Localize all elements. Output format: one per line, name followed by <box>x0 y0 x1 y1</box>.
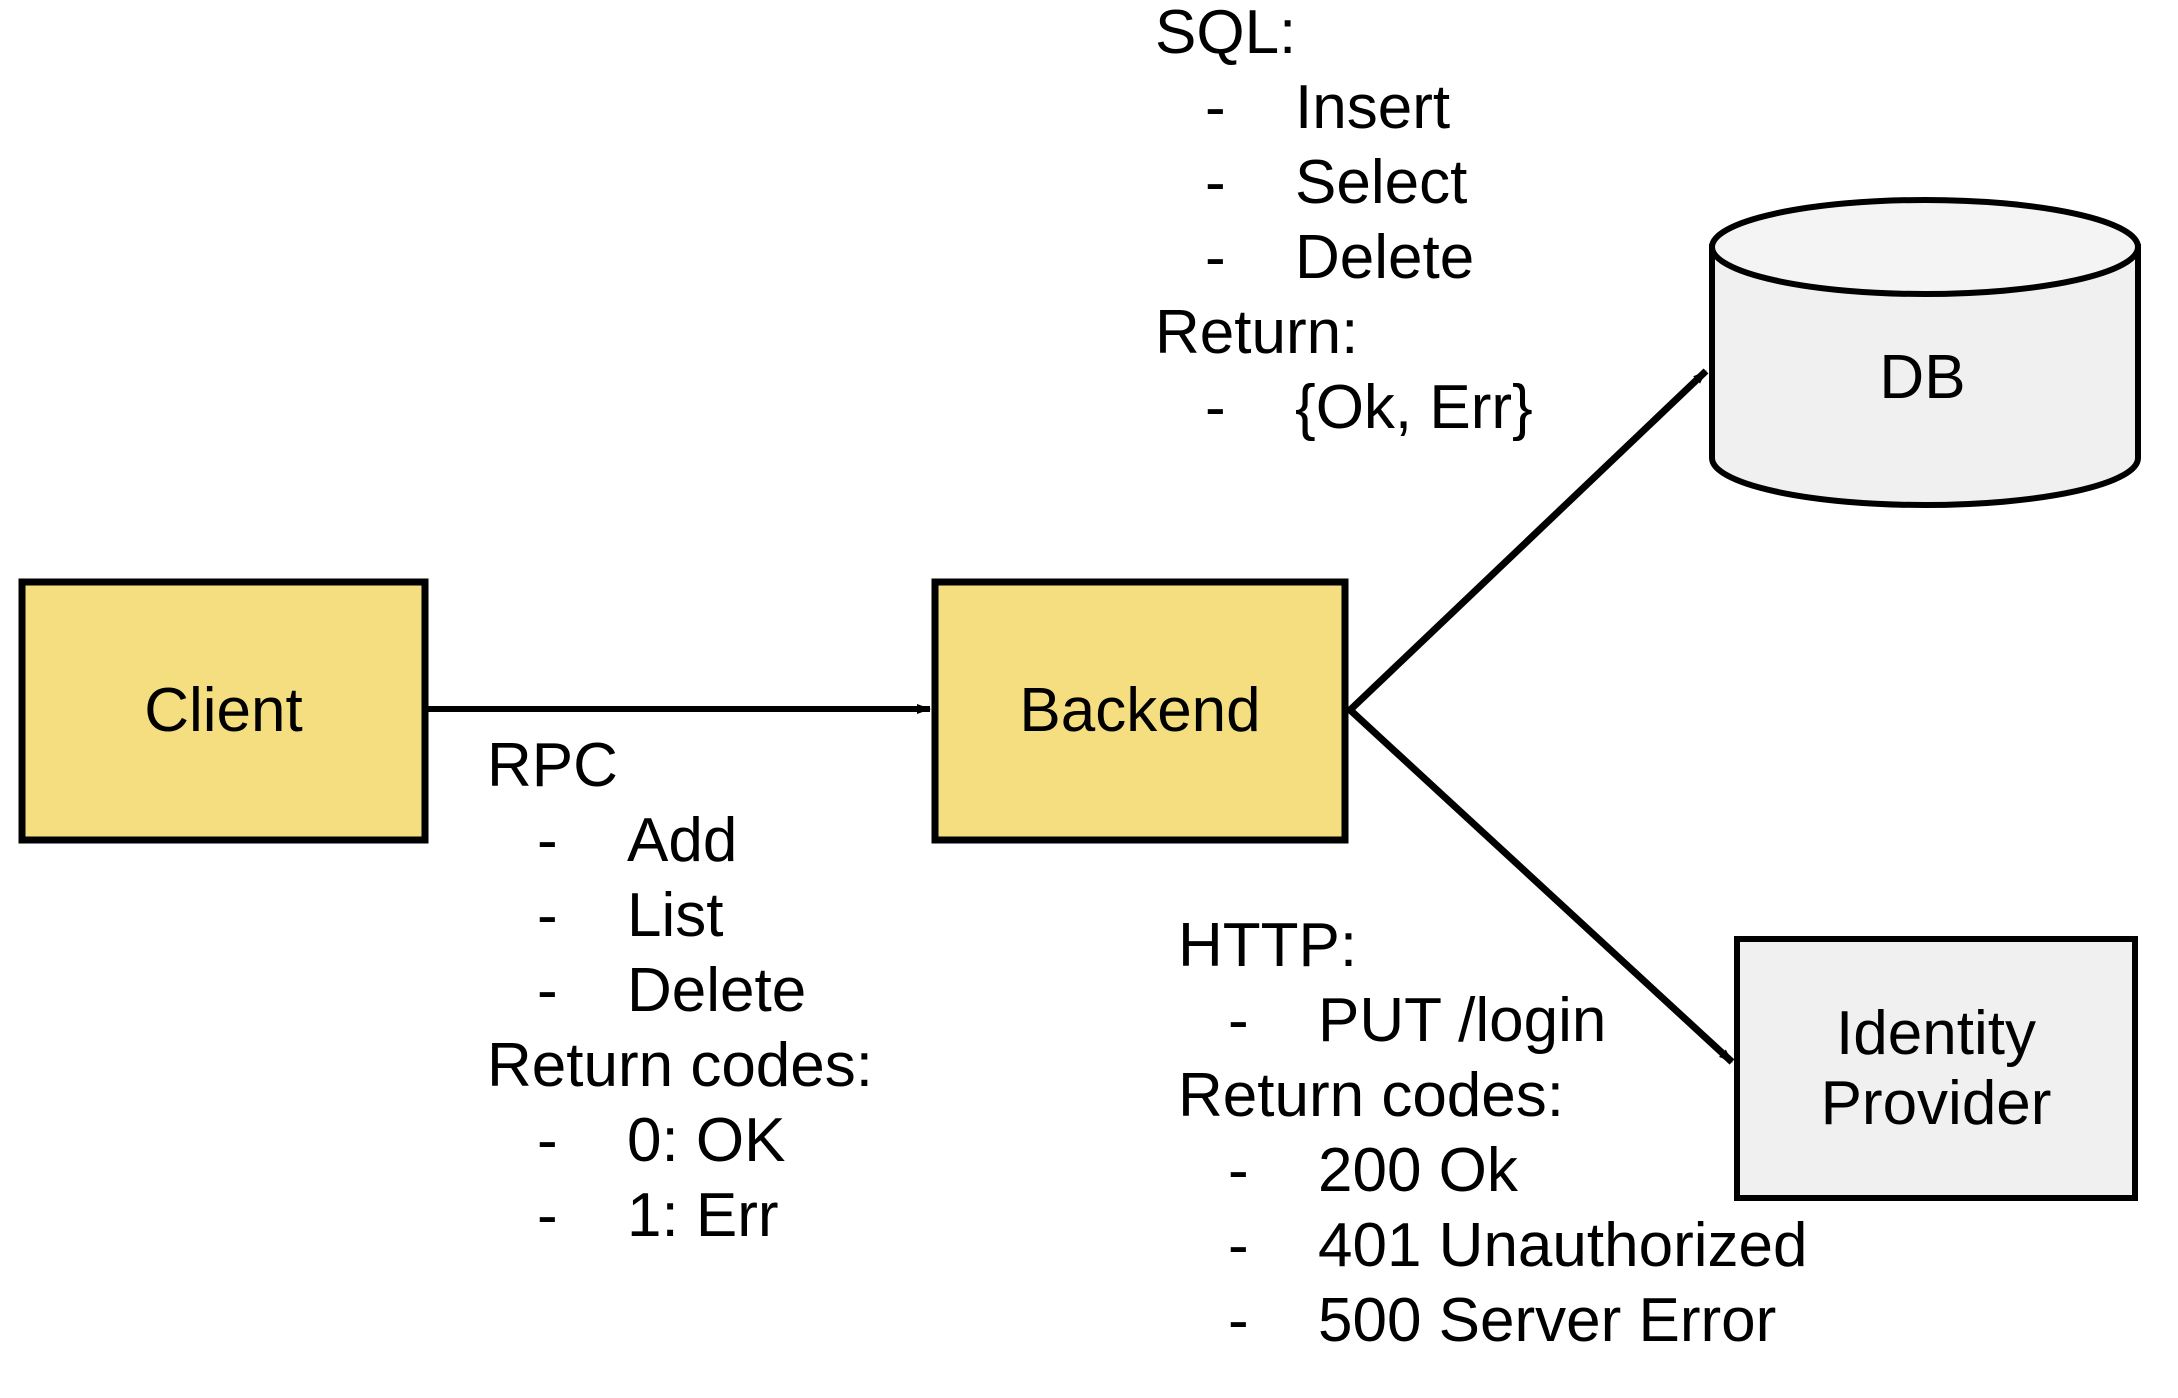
bullet-dash: - <box>537 956 558 1025</box>
bullet-dash: - <box>1205 148 1226 217</box>
annotation-rpc-item: -List <box>487 878 873 953</box>
annotation-http-item-text: PUT /login <box>1318 986 1607 1055</box>
annotation-sql-item: -Select <box>1155 145 1533 220</box>
bullet-dash: - <box>1228 986 1249 1055</box>
bullet-dash: - <box>1228 1136 1249 1205</box>
annotation-rpc-subitem-text: 1: Err <box>627 1181 779 1250</box>
bullet-dash: - <box>1228 1286 1249 1355</box>
bullet-dash: - <box>1205 373 1226 442</box>
annotation-http-subheading: Return codes: <box>1178 1061 1564 1130</box>
bullet-dash: - <box>537 881 558 950</box>
annotation-rpc-item: -Delete <box>487 953 873 1028</box>
edge-backend-to-db <box>1345 368 1709 715</box>
annotation-rpc-item-text: Add <box>627 806 738 875</box>
annotation-rpc-item: -Add <box>487 803 873 878</box>
annotation-http-item: -PUT /login <box>1178 983 1807 1058</box>
edge-backend-to-identity-provider <box>1345 705 1735 1065</box>
annotation-sql-item: -Delete <box>1155 220 1533 295</box>
node-client-shape[interactable] <box>18 578 429 844</box>
bullet-dash: - <box>1205 223 1226 292</box>
annotation-sql-item-text: Select <box>1295 148 1468 217</box>
annotation-http: HTTP: -PUT /login Return codes: -200 Ok … <box>1178 908 1807 1358</box>
bullet-dash: - <box>537 1106 558 1175</box>
bullet-dash: - <box>537 1181 558 1250</box>
annotation-rpc-subitem-text: 0: OK <box>627 1106 786 1175</box>
node-db-shape[interactable] <box>1709 197 2141 508</box>
bullet-dash: - <box>1228 1211 1249 1280</box>
annotation-http-heading: HTTP: <box>1178 911 1358 980</box>
annotation-http-subitem-text: 500 Server Error <box>1318 1286 1777 1355</box>
annotation-rpc-heading: RPC <box>487 731 618 800</box>
annotation-http-subitem: -401 Unauthorized <box>1178 1208 1807 1283</box>
annotation-rpc-item-text: Delete <box>627 956 807 1025</box>
annotation-sql-heading: SQL: <box>1155 0 1297 67</box>
node-identity-provider-shape[interactable] <box>1734 936 2138 1201</box>
annotation-sql-subitem: -{Ok, Err} <box>1155 370 1533 445</box>
bullet-dash: - <box>537 806 558 875</box>
annotation-sql-item: -Insert <box>1155 70 1533 145</box>
annotation-http-subitem-text: 200 Ok <box>1318 1136 1518 1205</box>
annotation-rpc-subitem: -1: Err <box>487 1178 873 1253</box>
bullet-dash: - <box>1205 73 1226 142</box>
annotation-sql-subheading: Return: <box>1155 298 1359 367</box>
annotation-sql-item-text: Insert <box>1295 73 1451 142</box>
node-backend-shape[interactable] <box>931 578 1349 844</box>
annotation-http-subitem: -200 Ok <box>1178 1133 1807 1208</box>
annotation-sql-item-text: Delete <box>1295 223 1475 292</box>
annotation-http-subitem-text: 401 Unauthorized <box>1318 1211 1808 1280</box>
annotation-http-subitem: -500 Server Error <box>1178 1283 1807 1358</box>
annotation-sql-subitem-text: {Ok, Err} <box>1295 373 1533 442</box>
annotation-rpc-item-text: List <box>627 881 724 950</box>
annotation-rpc-subheading: Return codes: <box>487 1031 873 1100</box>
annotation-rpc: RPC -Add -List -Delete Return codes: -0:… <box>487 728 873 1253</box>
annotation-sql: SQL: -Insert -Select -Delete Return: -{O… <box>1155 0 1533 445</box>
annotation-rpc-subitem: -0: OK <box>487 1103 873 1178</box>
